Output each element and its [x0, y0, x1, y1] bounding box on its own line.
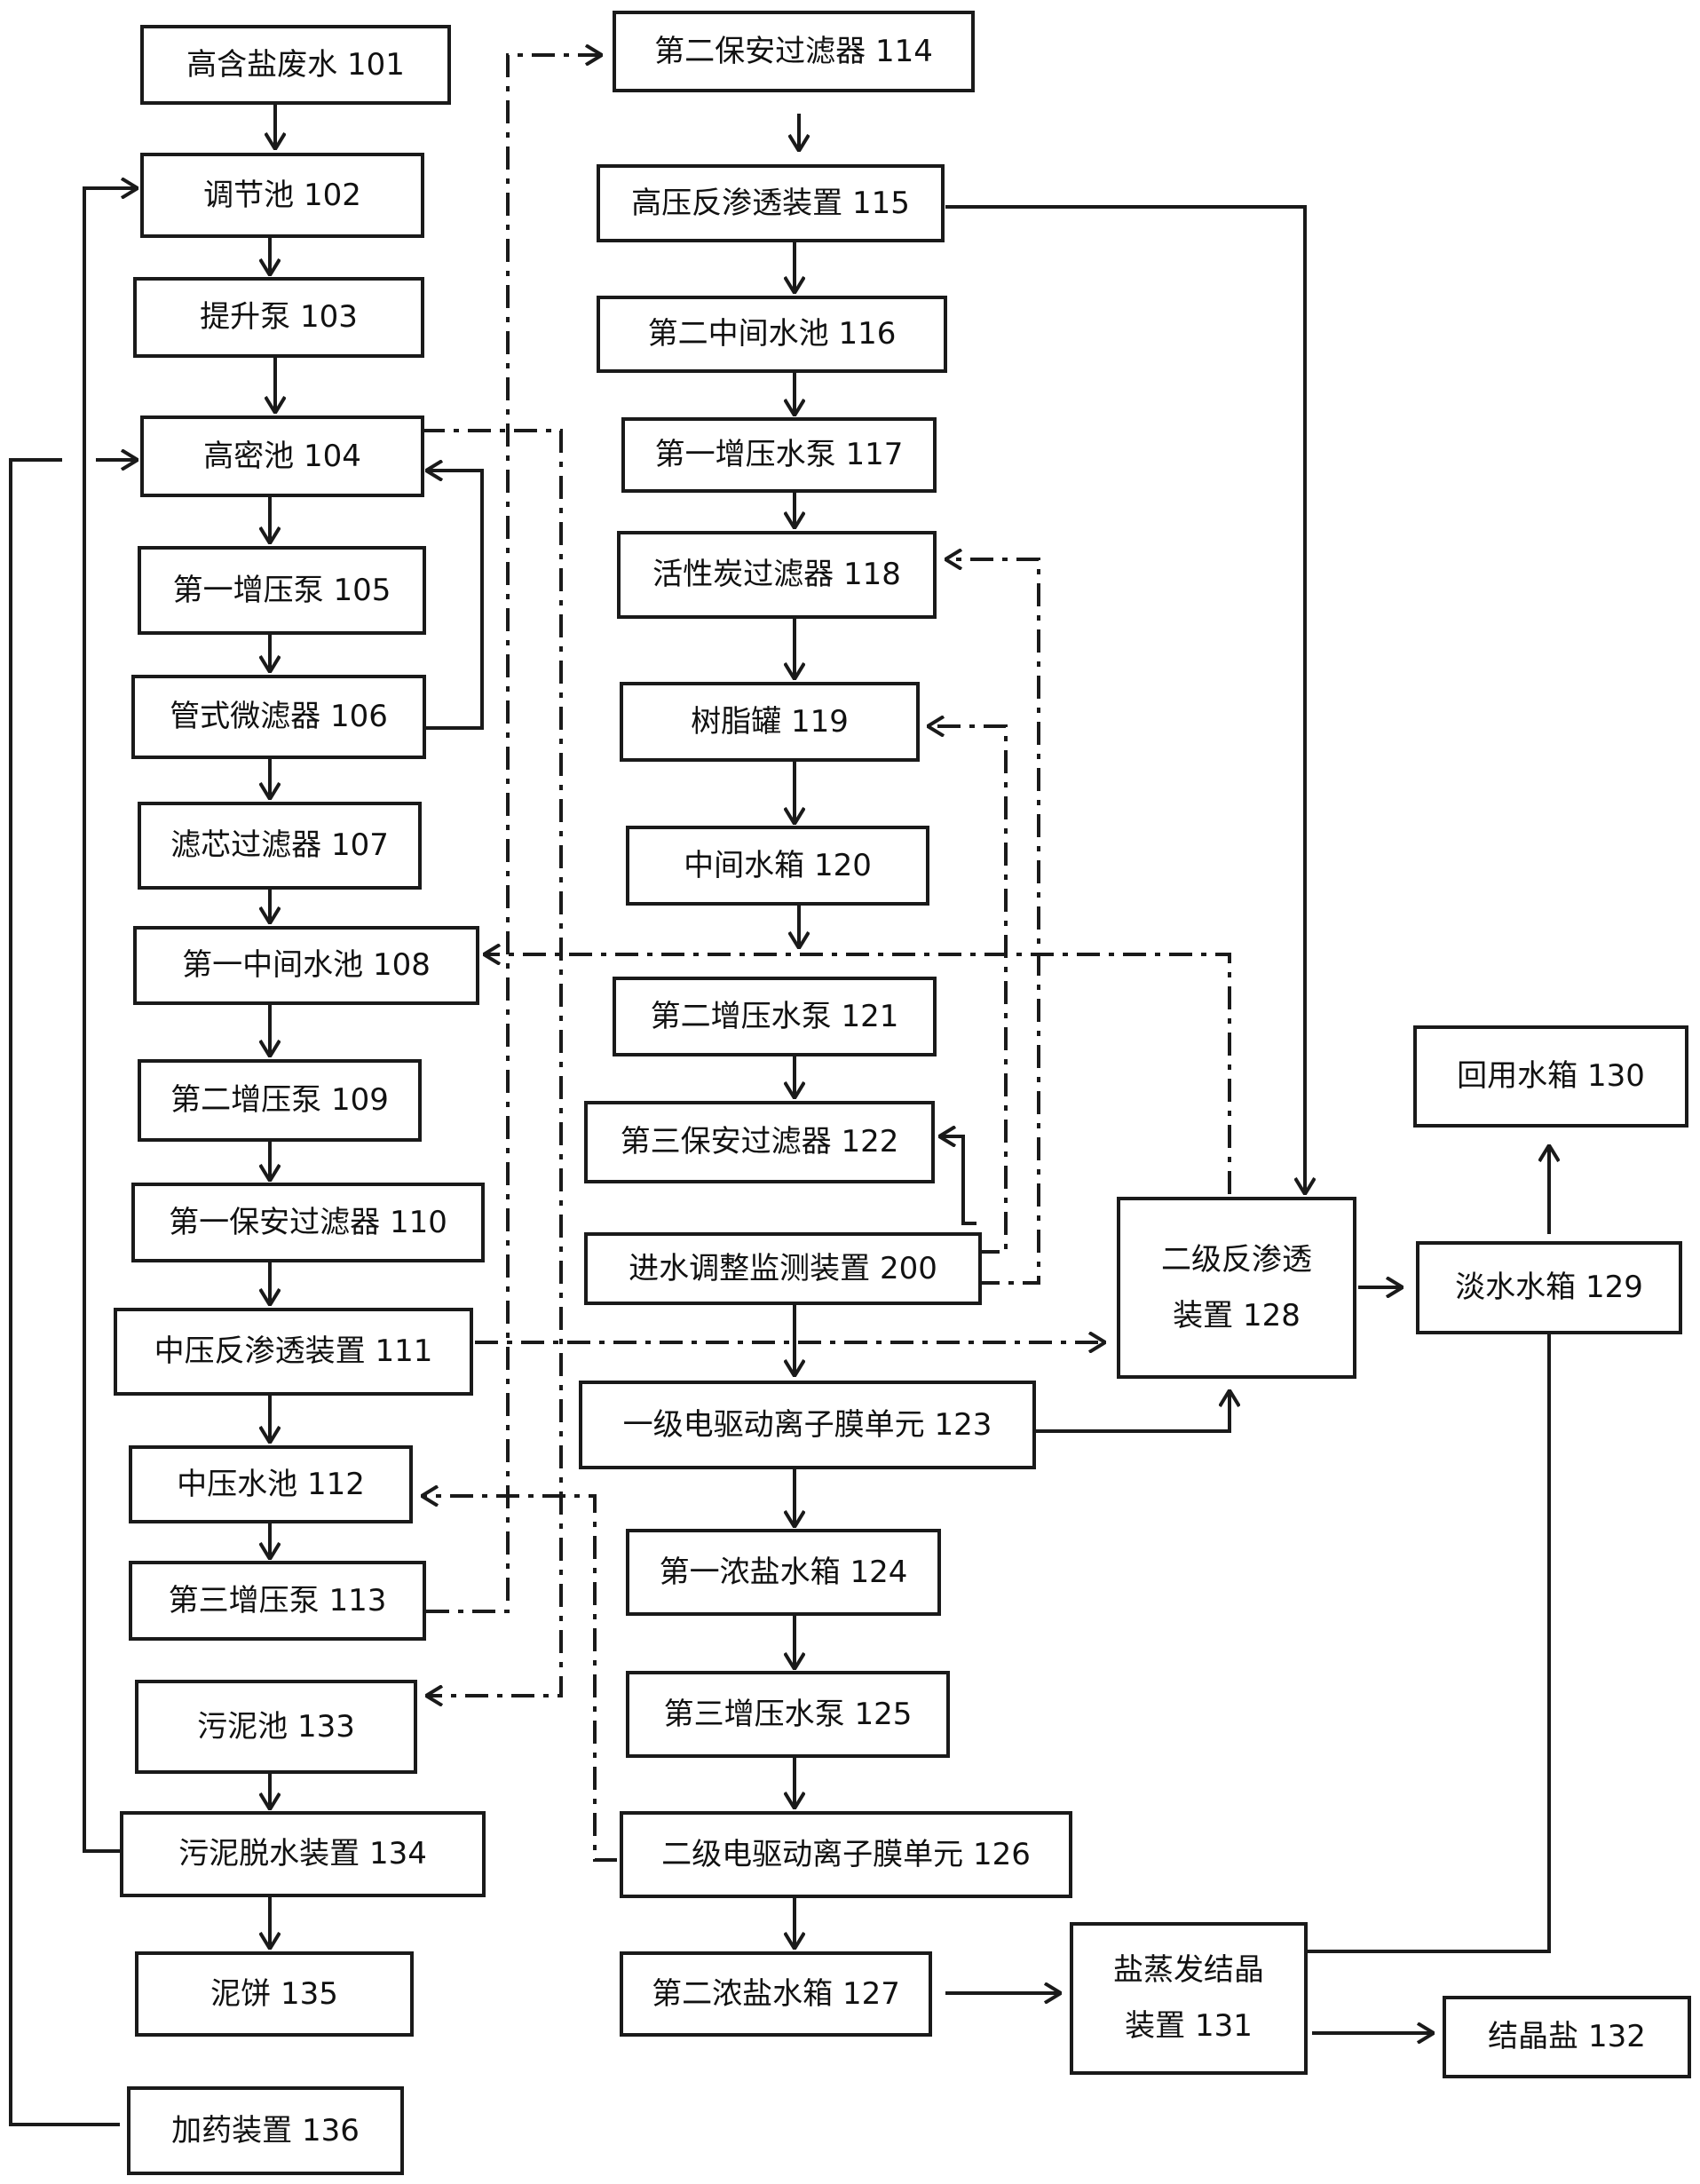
node-129-fresh-water-tank: 淡水水箱 129 — [1416, 1241, 1682, 1334]
node-label: 树脂罐 119 — [691, 703, 849, 740]
node-121-booster-water-pump-2: 第二增压水泵 121 — [613, 977, 937, 1056]
node-106-tubular-microfilter: 管式微滤器 106 — [131, 675, 426, 759]
node-104-high-density-tank: 高密池 104 — [140, 415, 424, 497]
node-112-medium-pressure-tank: 中压水池 112 — [129, 1445, 413, 1523]
node-label: 提升泵 103 — [200, 299, 358, 336]
node-118-activated-carbon-filter: 活性炭过滤器 118 — [617, 531, 937, 619]
node-label-line2: 装置 131 — [1125, 2008, 1253, 2044]
node-110-security-filter-1: 第一保安过滤器 110 — [131, 1183, 485, 1262]
node-label: 第一增压泵 105 — [172, 572, 391, 608]
node-label-line2: 装置 128 — [1173, 1297, 1301, 1333]
node-136-dosing-device: 加药装置 136 — [127, 2086, 404, 2175]
node-label: 滤芯过滤器 107 — [170, 827, 389, 864]
node-114-security-filter-2: 第二保安过滤器 114 — [613, 11, 975, 92]
node-label: 污泥脱水装置 134 — [178, 1836, 427, 1872]
node-label: 回用水箱 130 — [1457, 1058, 1645, 1095]
node-label: 高密池 104 — [203, 438, 361, 474]
node-123-electro-membrane-1: 一级电驱动离子膜单元 123 — [579, 1381, 1036, 1469]
node-label: 一级电驱动离子膜单元 123 — [622, 1406, 992, 1443]
node-label: 结晶盐 132 — [1488, 2019, 1646, 2055]
return-arrow-134-102 — [83, 188, 138, 1853]
node-117-booster-water-pump-1: 第一增压水泵 117 — [621, 417, 937, 493]
dashdot-200-118 — [945, 559, 1040, 1285]
node-103-lift-pump: 提升泵 103 — [133, 277, 424, 358]
node-label: 第二增压水泵 121 — [650, 998, 899, 1034]
node-200-inlet-adjust-monitor: 进水调整监测装置 200 — [584, 1232, 982, 1305]
node-115-high-pressure-ro: 高压反渗透装置 115 — [597, 164, 945, 242]
node-label: 第一中间水池 108 — [182, 947, 431, 984]
node-130-reuse-water-tank: 回用水箱 130 — [1413, 1025, 1688, 1128]
node-label-group: 盐蒸发结晶 装置 131 — [1113, 1943, 1264, 2054]
dosing-line-136 — [9, 458, 120, 2126]
dashdot-128-108 — [484, 954, 1231, 1194]
node-135-sludge-cake: 泥饼 135 — [135, 1951, 414, 2037]
node-label: 管式微滤器 106 — [170, 699, 388, 735]
node-label: 第三保安过滤器 122 — [620, 1124, 899, 1160]
node-131-salt-evaporation-crystallizer: 盐蒸发结晶 装置 131 — [1070, 1922, 1308, 2075]
dashdot-104-133 — [422, 429, 563, 1696]
node-label: 第三增压泵 113 — [168, 1582, 387, 1618]
node-107-cartridge-filter: 滤芯过滤器 107 — [138, 802, 422, 890]
node-label: 高压反渗透装置 115 — [631, 185, 910, 221]
node-label: 中压水池 112 — [177, 1466, 365, 1502]
node-124-concentrate-tank-1: 第一浓盐水箱 124 — [626, 1529, 941, 1616]
node-label: 调节池 102 — [203, 177, 361, 213]
node-label: 淡水水箱 129 — [1455, 1270, 1643, 1306]
dashdot-200-119 — [928, 726, 1008, 1254]
node-126-electro-membrane-2: 二级电驱动离子膜单元 126 — [620, 1811, 1072, 1898]
node-128-secondary-ro: 二级反渗透 装置 128 — [1117, 1197, 1356, 1379]
node-132-crystal-salt: 结晶盐 132 — [1443, 1996, 1691, 2078]
node-label: 中间水箱 120 — [684, 847, 872, 883]
node-102-equalization-tank: 调节池 102 — [140, 153, 424, 238]
node-133-sludge-tank: 污泥池 133 — [135, 1680, 417, 1774]
node-113-booster-pump-3: 第三增压泵 113 — [129, 1561, 426, 1641]
node-label: 第二保安过滤器 114 — [654, 33, 933, 69]
node-label: 第二增压泵 109 — [170, 1082, 389, 1119]
node-label-line1: 二级反渗透 — [1161, 1241, 1312, 1278]
node-label: 中压反渗透装置 111 — [154, 1333, 433, 1370]
node-label: 第一保安过滤器 110 — [169, 1204, 447, 1240]
node-120-intermediate-water-tank: 中间水箱 120 — [626, 826, 929, 906]
flow-arrow-115-128 — [945, 205, 1305, 1194]
node-111-medium-pressure-ro: 中压反渗透装置 111 — [114, 1308, 473, 1396]
node-label: 活性炭过滤器 118 — [652, 557, 901, 593]
dashdot-113-114 — [426, 55, 602, 1613]
node-label-line1: 盐蒸发结晶 — [1113, 1952, 1264, 1989]
node-105-booster-pump-1: 第一增压泵 105 — [138, 546, 426, 635]
node-116-intermediate-tank-2: 第二中间水池 116 — [597, 296, 947, 373]
node-label: 第二中间水池 116 — [647, 316, 897, 352]
node-125-booster-water-pump-3: 第三增压水泵 125 — [626, 1671, 950, 1758]
node-label: 第一增压水泵 117 — [654, 437, 904, 473]
node-label: 第一浓盐水箱 124 — [659, 1554, 908, 1590]
node-109-booster-pump-2: 第二增压泵 109 — [138, 1059, 422, 1142]
node-108-intermediate-tank-1: 第一中间水池 108 — [133, 926, 479, 1005]
node-101-brine-wastewater: 高含盐废水 101 — [140, 25, 451, 105]
node-134-sludge-dewatering: 污泥脱水装置 134 — [120, 1811, 486, 1897]
node-label: 加药装置 136 — [171, 2112, 360, 2148]
flow-arrow-123-128 — [1034, 1390, 1230, 1433]
node-label: 污泥池 133 — [197, 1708, 355, 1745]
node-label-group: 二级反渗透 装置 128 — [1161, 1232, 1312, 1344]
flow-arrow-131-129 — [1305, 1303, 1549, 1953]
node-label: 第二浓盐水箱 127 — [652, 1975, 900, 2012]
node-119-resin-tank: 树脂罐 119 — [620, 682, 920, 762]
node-127-concentrate-tank-2: 第二浓盐水箱 127 — [620, 1951, 932, 2037]
return-arrow-106-104 — [426, 471, 484, 730]
flow-arrow-200-122 — [939, 1136, 977, 1225]
node-122-security-filter-3: 第三保安过滤器 122 — [584, 1101, 935, 1183]
node-label: 高含盐废水 101 — [186, 46, 405, 83]
node-label: 二级电驱动离子膜单元 126 — [661, 1836, 1031, 1872]
node-label: 进水调整监测装置 200 — [629, 1250, 937, 1286]
dashdot-126-112 — [422, 1496, 617, 1862]
node-label: 第三增压水泵 125 — [663, 1696, 913, 1732]
node-label: 泥饼 135 — [210, 1975, 338, 2012]
